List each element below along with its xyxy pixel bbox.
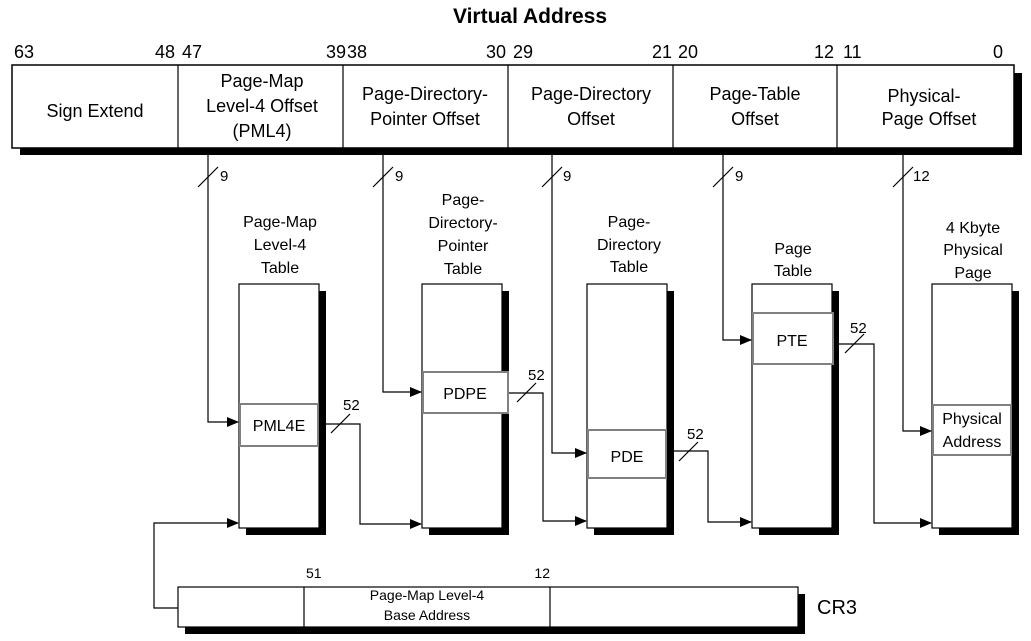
pd-table-label: Directory [597,237,661,254]
cr3-register: 51 12 Page-Map Level-4 Base Address CR3 [153,518,857,634]
cr3-bit-high: 51 [306,565,322,581]
slash-mark [372,166,394,188]
pointer-width-label: 52 [850,320,867,337]
pml4e-pointer [319,423,422,529]
pdpe-pointer [509,392,587,526]
slash-mark [197,166,219,188]
pte-entry [752,312,834,365]
pde-pointer [668,450,752,527]
pointer-width-label: 52 [343,397,360,414]
pointer-width-label: 52 [528,367,545,384]
slash-mark [844,333,865,354]
physical-address-label: Address [943,434,1002,451]
index-width-label: 9 [395,168,403,185]
pte-label: PTE [776,333,807,350]
bit-number: 12 [814,42,834,62]
pd-table-label: Page- [608,214,651,231]
pd-table-label: Table [610,259,648,276]
cr3-label: CR3 [817,597,857,619]
index-width-label: 9 [735,168,743,185]
physical-address-entry [932,404,1012,456]
slash-mark [516,382,537,403]
pdp-table-label: Pointer [438,238,489,255]
cr3-field-label: Base Address [384,607,470,623]
pml4-table-label: Level-4 [254,237,307,254]
pd-table [586,283,668,529]
cr3-box [177,586,799,628]
pdp-table-label: Table [444,261,482,278]
pointer-lines [319,333,932,529]
field-pml4-offset: Page-Map [220,71,303,91]
pd-index-line [551,155,587,458]
pdpe-entry [422,371,509,414]
pml4-index-line [207,155,239,427]
bit-number: 38 [347,42,367,62]
pdp-index-line [382,155,422,397]
pte-pointer [834,343,932,528]
pml4-table-label: Page-Map [243,214,317,231]
pt-table-label: Page [774,241,811,258]
slash-mark [678,441,699,462]
bar-box [11,64,1015,149]
pde-label: PDE [611,449,644,466]
field-pdp-offset: Pointer Offset [370,109,480,129]
bit-number: 30 [486,42,506,62]
physical-page-label: Page [954,265,991,282]
cr3-field-label: Page-Map Level-4 [370,587,485,603]
pml4e-label: PML4E [253,418,305,435]
entries: PML4E PDPE PDE PTE Physical Address [239,312,1012,479]
bit-number: 11 [843,42,862,62]
physical-page-label: 4 Kbyte [946,220,1000,237]
pt-table-label: Table [774,263,812,280]
bit-number: 20 [678,42,698,62]
pointer-widths: 52 52 52 52 [343,320,867,443]
field-pt-offset: Page-Table [709,84,800,104]
bit-number: 48 [155,42,175,62]
field-pml4-offset: (PML4) [232,121,291,141]
page-offset-line [902,155,932,436]
field-pd-offset: Page-Directory [531,84,651,104]
bit-number: 29 [513,42,533,62]
slash-mark [330,413,351,434]
slash-mark [892,166,914,188]
physical-page-label: Physical [943,242,1003,259]
field-page-offset: Physical- [887,86,960,106]
cr3-bit-low: 12 [534,565,550,581]
cr3-pointer [153,518,239,609]
pml4e-entry [239,403,319,447]
pdp-table-label: Page- [442,192,485,209]
pde-entry [587,429,667,479]
bit-number: 0 [993,42,1003,62]
field-pml4-offset: Level-4 Offset [206,96,318,116]
index-widths: 9 9 9 9 12 [220,168,930,185]
field-pdp-offset: Page-Directory- [362,84,488,104]
diagram-title: Virtual Address [453,5,607,28]
virtual-address-bar: Sign Extend Page-Map Level-4 Offset (PML… [11,64,1022,155]
bit-number: 39 [326,42,346,62]
bit-number: 47 [182,42,202,62]
pointer-width-label: 52 [687,426,704,443]
field-sign-extend: Sign Extend [46,101,143,121]
bit-number: 21 [652,42,672,62]
index-width-label: 9 [563,168,571,185]
index-lines [197,155,932,458]
field-page-offset: Page Offset [882,109,977,129]
pt-index-line [722,155,752,345]
index-width-label: 12 [913,168,930,185]
pml4-table-label: Table [261,260,299,277]
pdp-table-label: Directory- [428,215,497,232]
index-width-label: 9 [220,168,228,185]
physical-address-label: Physical [942,411,1002,428]
table-labels: Page-Map Level-4 Table Page- Directory- … [243,192,1003,282]
bit-numbers: 63 48 47 39 38 30 29 21 20 12 11 0 [14,42,1003,62]
slash-mark [541,166,563,188]
field-pt-offset: Offset [731,109,779,129]
bit-number: 63 [14,42,34,62]
pdpe-label: PDPE [443,386,487,403]
field-pd-offset: Offset [567,109,615,129]
slash-mark [712,166,734,188]
